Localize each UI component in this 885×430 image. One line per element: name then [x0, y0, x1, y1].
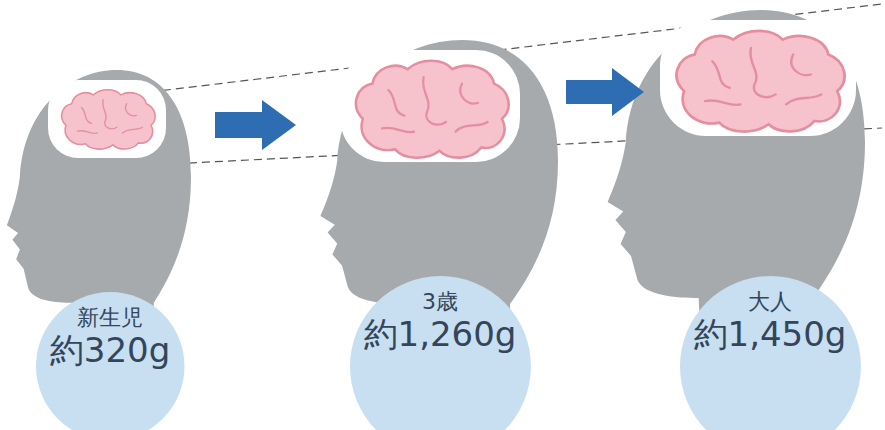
progress-arrow [215, 100, 296, 150]
progress-arrow [566, 68, 644, 116]
stage-circle: 新生児約320g [36, 292, 184, 370]
weight-label: 約1,260g [350, 316, 531, 353]
weight-label: 約1,450g [680, 316, 861, 353]
head-silhouette [608, 10, 865, 370]
circle-fill [350, 276, 531, 430]
circle-fill [36, 292, 184, 430]
head-silhouette [320, 40, 558, 370]
stage-circle: 大人約1,450g [680, 276, 861, 354]
stage-label: 3歳 [350, 276, 531, 314]
weight-label: 約320g [36, 332, 184, 369]
circle-fill [680, 276, 861, 430]
stage-label: 大人 [680, 276, 861, 314]
stage-circle: 3歳約1,260g [350, 276, 531, 354]
stage-label: 新生児 [36, 292, 184, 330]
